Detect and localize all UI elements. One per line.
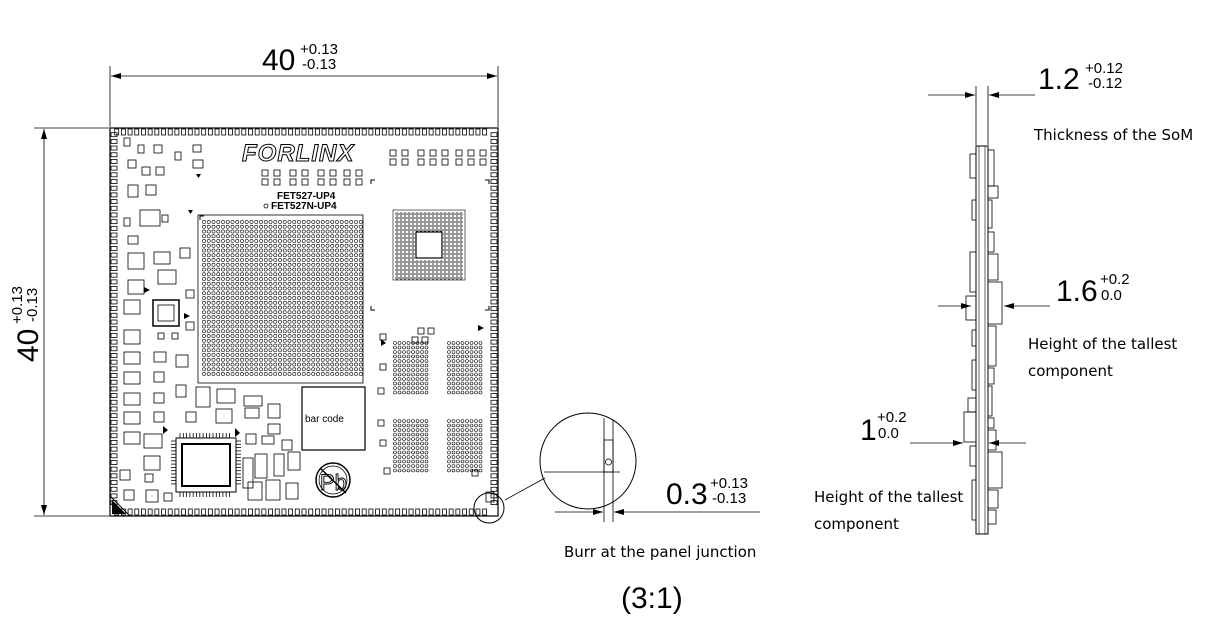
- barcode-area: [301, 386, 366, 451]
- burr-caption: Burr at the panel junction: [564, 543, 756, 561]
- bottom-comp-label-1: Height of the tallest: [814, 488, 963, 506]
- burr-dim-tol-minus: -0.13: [712, 490, 746, 507]
- width-dim-value: 40: [262, 44, 295, 77]
- top-comp-dim-tol-plus: +0.2: [1100, 271, 1130, 288]
- top-comp-label-1: Height of the tallest: [1028, 335, 1177, 353]
- thickness-dim-tol-minus: -0.12: [1088, 75, 1122, 92]
- detail-callout-circle: [473, 492, 505, 524]
- burr-dim-value: 0.3: [666, 478, 708, 511]
- board-outline: [109, 127, 499, 517]
- passive-components: [119, 137, 495, 503]
- bottom-comp-dim-tol-minus: 0.0: [878, 425, 899, 442]
- detail-scale: (3:1): [621, 582, 683, 615]
- model-label-1: FET527-UP4: [277, 191, 336, 202]
- pin1-marker: [109, 494, 132, 517]
- pmic-chip: [392, 209, 466, 281]
- bottom-comp-label-2: component: [814, 515, 899, 533]
- burr-dim-tol-plus: +0.13: [710, 475, 748, 492]
- qfp-chip: [175, 437, 237, 493]
- width-dim-tol-plus: +0.13: [300, 41, 338, 58]
- bottom-comp-dim-value: 1: [860, 414, 877, 447]
- qfn-chip-1: [152, 299, 180, 327]
- top-comp-dim-tol-minus: 0.0: [1101, 287, 1122, 304]
- brand-logo: FORLINX: [242, 140, 355, 167]
- thickness-label: Thickness of the SoM: [1033, 126, 1193, 144]
- main-bga: [197, 214, 364, 384]
- main-bga-balls: [202, 220, 363, 376]
- detail-circle: [539, 412, 637, 510]
- castellated-pads: [110, 128, 498, 516]
- side-pcb: [975, 145, 989, 535]
- width-dim-tol-minus: -0.13: [302, 56, 336, 73]
- height-dim-value: 40: [12, 329, 45, 362]
- pb-free-mark: Pb: [315, 462, 351, 498]
- memory-chips: [393, 341, 483, 473]
- bottom-comp-dim-tol-plus: +0.2: [877, 409, 907, 426]
- detail-view: 0.3 +0.13 -0.13 Burr at the panel juncti…: [504, 412, 760, 615]
- thickness-dim-tol-plus: +0.12: [1085, 60, 1123, 77]
- top-comp-label-2: component: [1028, 362, 1113, 380]
- side-view: 1.2 +0.12 -0.12 Thickness of the SoM 1.6…: [814, 60, 1193, 535]
- svg-text:Pb: Pb: [320, 470, 347, 495]
- height-dim-tol-plus: +0.13: [9, 286, 26, 324]
- top-comp-dim-value: 1.6: [1056, 275, 1098, 308]
- barcode-label: bar code: [305, 414, 344, 425]
- model-label-2: FET527N-UP4: [271, 201, 337, 212]
- pmic-balls: [395, 212, 463, 280]
- side-components: [963, 149, 1003, 525]
- height-dim-tol-minus: -0.13: [24, 288, 41, 322]
- front-view: FORLINX FET527-UP4 FET527N-UP4 bar code …: [9, 41, 505, 524]
- thickness-dim-value: 1.2: [1038, 63, 1080, 96]
- qfp-pins: [171, 433, 241, 497]
